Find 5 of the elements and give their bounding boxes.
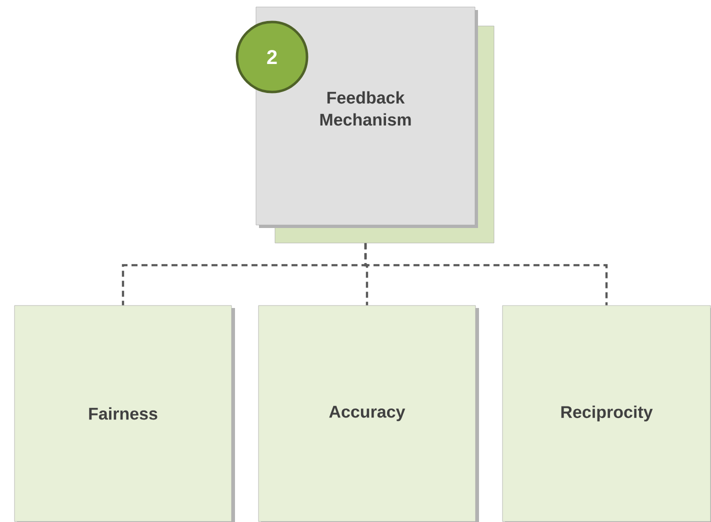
connector-line — [364, 243, 608, 306]
number-badge: 2 — [236, 20, 308, 94]
category-box: Accuracy — [258, 305, 479, 522]
category-box: Reciprocity — [502, 305, 711, 522]
category-box: Fairness — [14, 305, 235, 522]
